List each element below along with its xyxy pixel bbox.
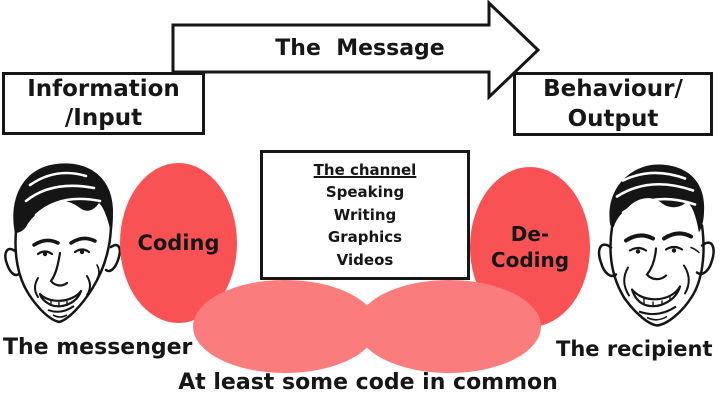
channel-item-videos: Videos — [336, 250, 394, 269]
decoding-label-line1: De- — [510, 222, 550, 246]
input-box-line1: Information — [27, 75, 180, 102]
decoding-label-line2: Coding — [490, 248, 570, 272]
recipient-label: The recipient — [556, 337, 713, 361]
channel-title: The channel — [313, 161, 417, 179]
channel-item-graphics: Graphics — [327, 228, 403, 246]
channel-box: The channel Speaking Writing Graphics Vi… — [260, 150, 470, 280]
messenger-face-illustration — [4, 163, 121, 324]
common-code-ellipse-right — [357, 280, 541, 373]
message-arrow-label: The Message — [275, 36, 445, 61]
common-code-label: At least some code in common — [178, 370, 558, 395]
behaviour-output-box: Behaviour/ Output — [513, 72, 713, 136]
channel-item-writing: Writing — [333, 205, 397, 224]
messenger-label: The messenger — [3, 335, 193, 360]
input-box-line2: /Input — [64, 104, 143, 131]
recipient-face-illustration — [597, 164, 715, 327]
output-box-line1: Behaviour/ — [543, 76, 683, 102]
output-box-line2: Output — [567, 106, 659, 132]
channel-item-speaking: Speaking — [325, 183, 405, 201]
information-input-box: Information /Input — [2, 72, 205, 135]
message-arrow — [171, 0, 541, 101]
coding-label: Coding — [137, 231, 220, 255]
common-code-ellipse-left — [193, 280, 377, 373]
